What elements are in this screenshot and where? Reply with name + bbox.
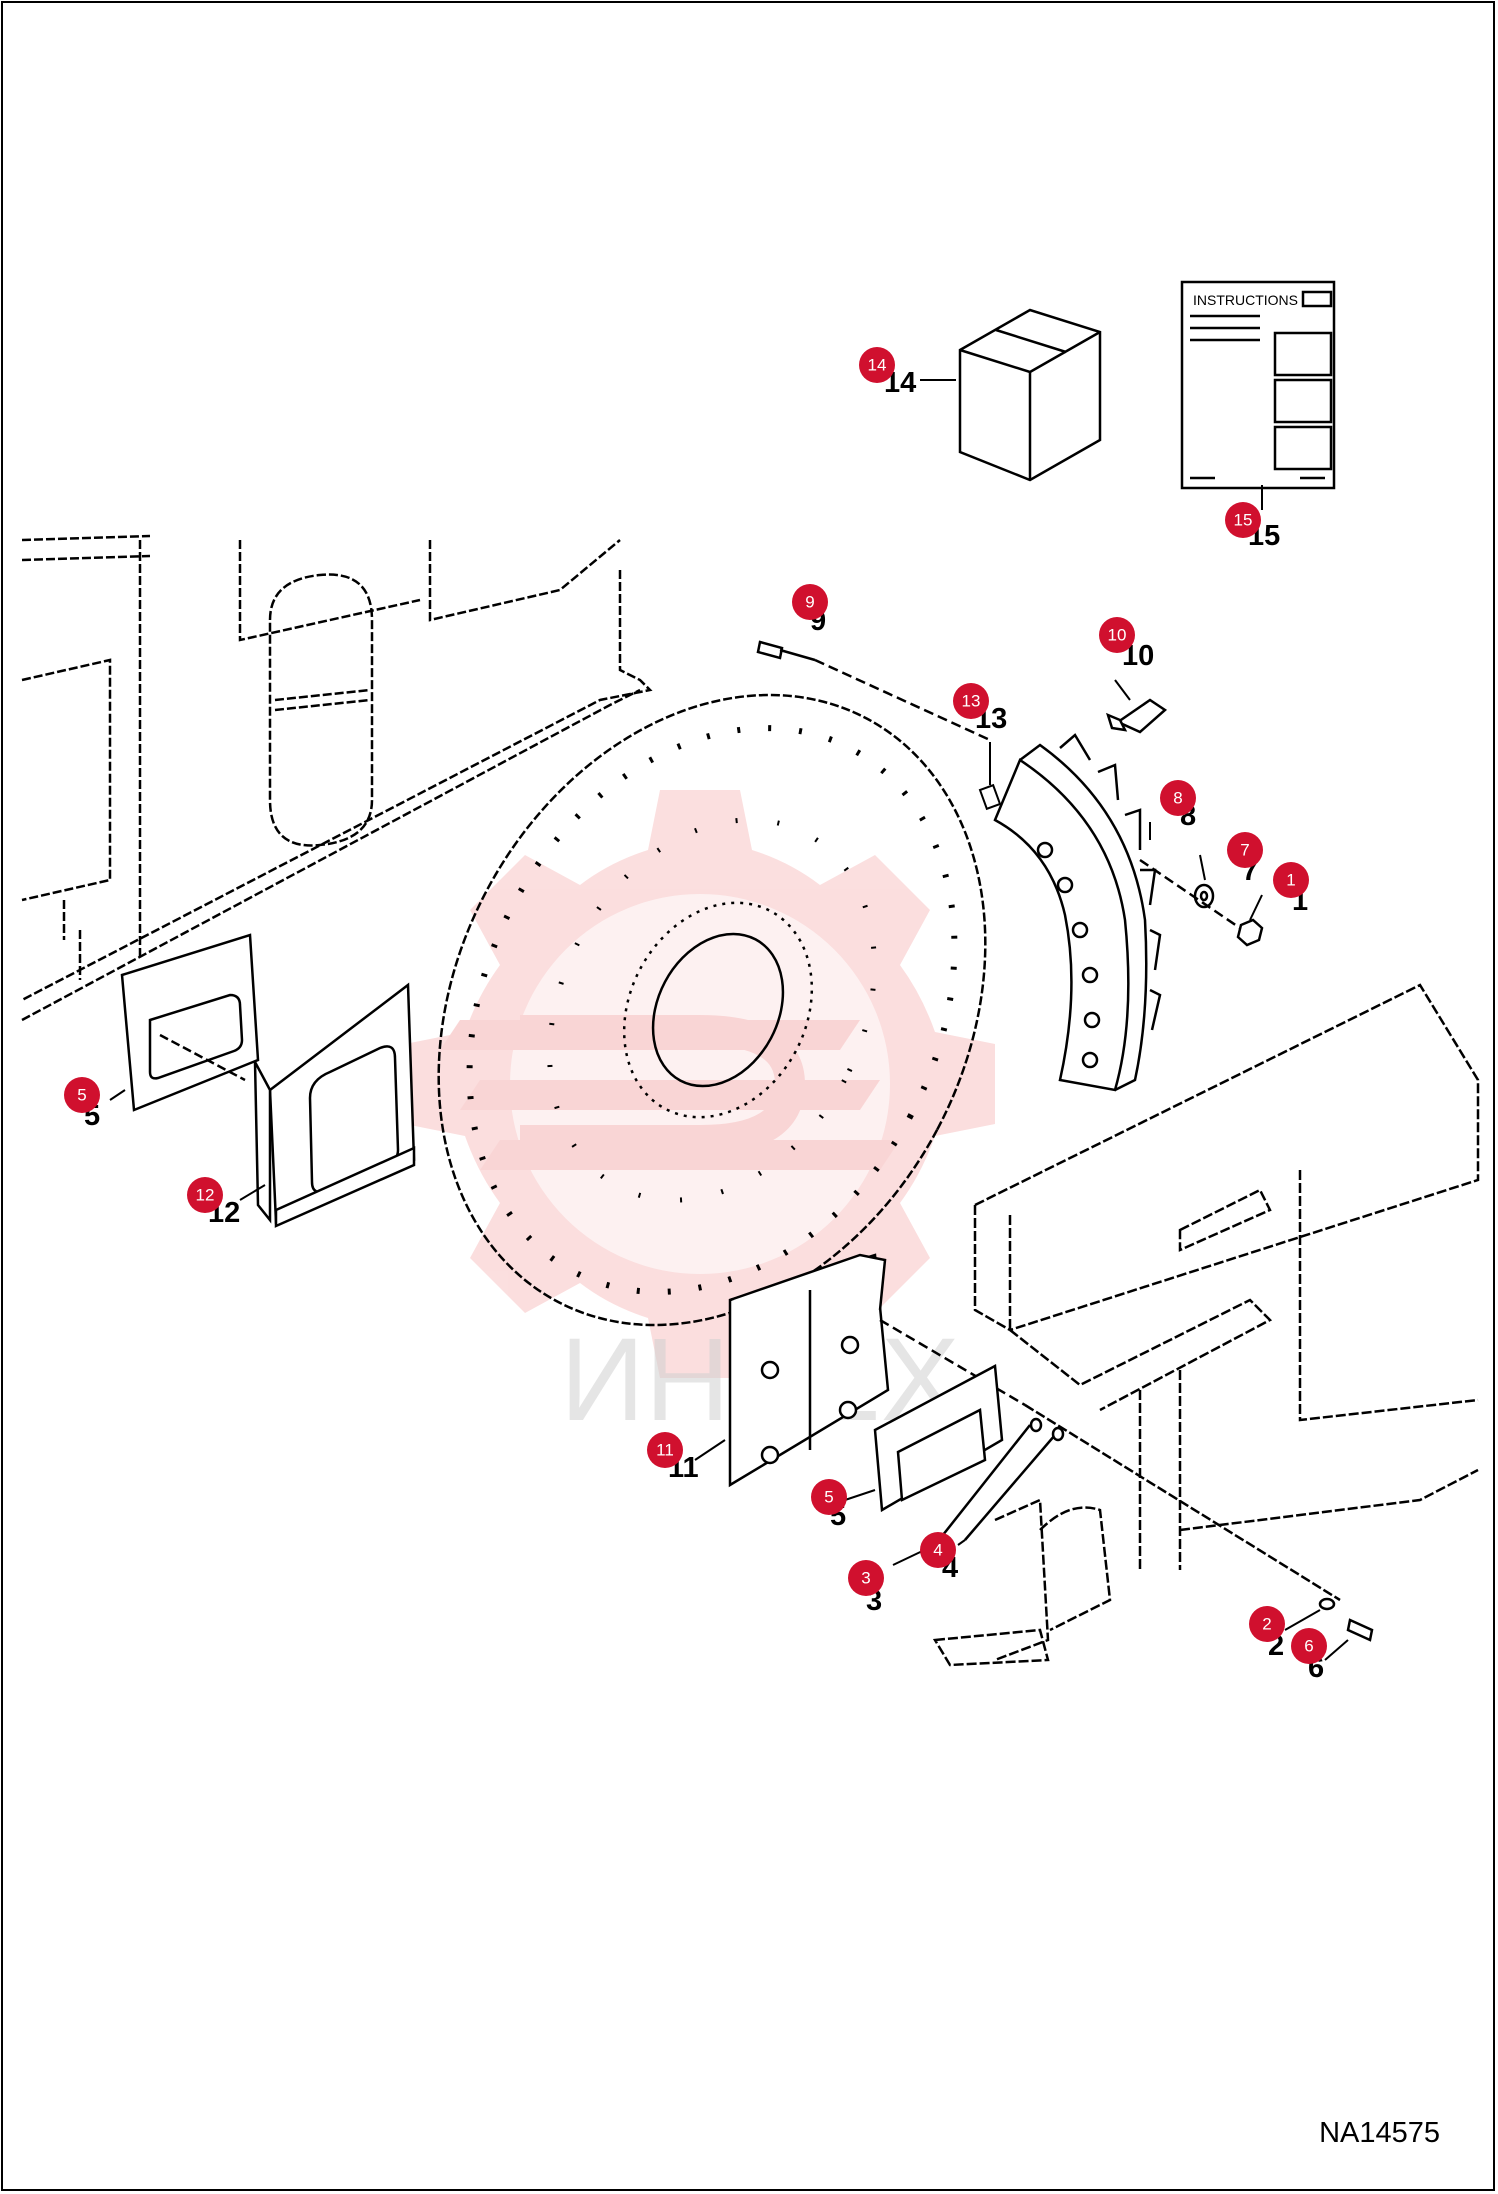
svg-text:13: 13 [962, 692, 981, 711]
leader-lines [109, 379, 1349, 1661]
callout-3[interactable]: 3 [848, 1560, 884, 1596]
callout-4[interactable]: 4 [920, 1532, 956, 1568]
svg-text:4: 4 [933, 1541, 942, 1560]
guard-12 [253, 982, 416, 1228]
callout-5-right[interactable]: 5 [811, 1479, 847, 1515]
callout-8[interactable]: 8 [1160, 780, 1196, 816]
svg-text:6: 6 [1304, 1637, 1313, 1656]
svg-text:11: 11 [656, 1441, 674, 1460]
washer-2 [1318, 1597, 1336, 1611]
callout-1[interactable]: 1 [1273, 862, 1309, 898]
svg-text:8: 8 [1173, 789, 1182, 808]
cutting-disc [437, 693, 987, 1327]
washer-7 [1193, 883, 1215, 909]
svg-text:14: 14 [868, 356, 887, 375]
svg-text:2: 2 [1262, 1615, 1271, 1634]
bolt-6 [1346, 1618, 1374, 1642]
svg-text:1: 1 [1286, 871, 1295, 890]
svg-text:3: 3 [861, 1569, 870, 1588]
svg-text:12: 12 [196, 1186, 215, 1205]
pin-13 [978, 783, 1002, 811]
instructions-sheet [1180, 280, 1336, 490]
callout-6[interactable]: 6 [1291, 1628, 1327, 1664]
watermark-logo [405, 790, 995, 1378]
instructions-sheet-title: INSTRUCTIONS [1193, 292, 1298, 308]
callout-7[interactable]: 7 [1227, 832, 1263, 868]
tooth-segment [993, 733, 1162, 1092]
packaging-box [958, 308, 1102, 482]
callout-5-left[interactable]: 5 [64, 1077, 100, 1113]
svg-text:15: 15 [1234, 511, 1253, 530]
callout-12[interactable]: 12 [187, 1177, 223, 1213]
svg-text:5: 5 [77, 1086, 86, 1105]
callout-markers: 14 15 9 10 13 8 7 1 5 12 11 5 4 3 2 6 [64, 347, 1327, 1664]
drawing-reference-code: NA14575 [1319, 2117, 1440, 2149]
svg-text:10: 10 [1108, 626, 1127, 645]
machine-frame-left [21, 534, 653, 1022]
callout-10[interactable]: 10 [1099, 617, 1135, 653]
tooth-10 [1106, 698, 1168, 734]
machine-frame-right [932, 983, 1480, 1667]
callout-15[interactable]: 15 [1225, 502, 1261, 538]
nut-1 [1139, 858, 1264, 947]
callout-11[interactable]: 11 [647, 1432, 683, 1468]
svg-text:9: 9 [805, 593, 814, 612]
callout-2[interactable]: 2 [1249, 1606, 1285, 1642]
shim-plate-left [120, 933, 260, 1112]
guard-11 [728, 1253, 1026, 1488]
callout-14[interactable]: 14 [859, 347, 895, 383]
shim-plate-right [873, 1364, 1065, 1546]
svg-text:5: 5 [824, 1488, 833, 1507]
svg-text:7: 7 [1240, 841, 1249, 860]
callout-13[interactable]: 13 [953, 683, 989, 719]
callout-9[interactable]: 9 [792, 584, 828, 620]
bolt-9 [756, 640, 991, 742]
